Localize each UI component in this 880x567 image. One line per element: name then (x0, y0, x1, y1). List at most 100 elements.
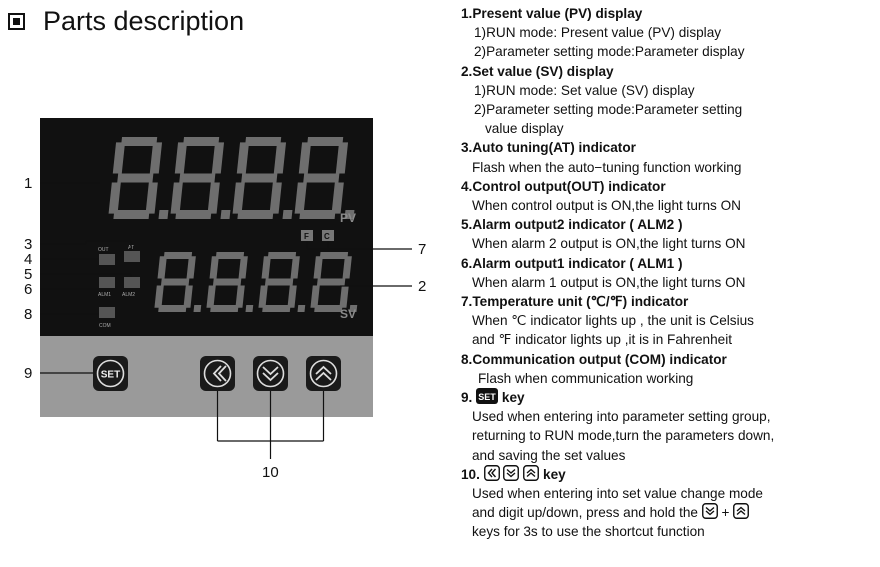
segment (331, 182, 344, 214)
double-chevron-down-icon (262, 366, 279, 376)
page-title: Parts description (8, 6, 244, 37)
sv-digit-1 (154, 252, 202, 312)
segment (237, 210, 274, 219)
unit-c-indicator (322, 230, 334, 241)
item-9-line-2: returning to RUN mode,turn the parameter… (472, 428, 775, 444)
sv-label: SV (340, 307, 356, 321)
set-key[interactable]: SET (93, 356, 128, 391)
segment (145, 182, 158, 214)
decimal-point (297, 305, 306, 312)
item-10-suffix: key (543, 466, 566, 482)
unit-c-label: C (324, 232, 330, 241)
segment (158, 305, 187, 312)
left-key[interactable] (200, 356, 235, 391)
segment (269, 182, 282, 214)
segment (121, 137, 158, 146)
item-2-line-2: 2)Parameter setting mode:Parameter setti… (474, 102, 743, 118)
callout-10: 10 (262, 464, 279, 481)
double-chevron-down-icon (701, 503, 718, 520)
segment (232, 182, 245, 214)
item-10-line-1: Used when entering into set value change… (472, 486, 763, 502)
up-key[interactable] (306, 356, 341, 391)
item-7-heading: 7.Temperature unit (℃/℉) indicator (461, 294, 689, 310)
item-6-line-1: When alarm 1 output is ON,the light turn… (472, 274, 746, 290)
segment (183, 137, 220, 146)
item-9-suffix: key (501, 390, 525, 406)
alm2-indicator (124, 277, 140, 288)
set-key-icon: SET (476, 388, 499, 405)
segment (310, 285, 320, 308)
item-2-line-1: 1)RUN mode: Set value (SV) display (474, 82, 695, 98)
segment (206, 285, 216, 308)
sv-digit-2 (206, 252, 254, 312)
decimal-point (282, 210, 293, 219)
item-8-heading: 8.Communication output (COM) indicator (461, 351, 727, 367)
item-4-heading: 4.Control output(OUT) indicator (461, 178, 666, 194)
callout-9: 9 (24, 365, 32, 382)
callout-8: 8 (24, 306, 32, 323)
segment (179, 173, 216, 183)
double-chevron-up-icon (733, 503, 750, 520)
callout-5: 5 (24, 266, 32, 283)
item-10-line-3: keys for 3s to use the shortcut function (472, 524, 705, 540)
segment (258, 285, 268, 308)
segment (303, 173, 340, 183)
item-7-line-2: and ℉ indicator lights up ,it is in Fahr… (472, 332, 733, 348)
decimal-point (344, 210, 355, 219)
segment (307, 137, 344, 146)
sv-digit-3 (258, 252, 306, 312)
item-3-heading: 3.Auto tuning(AT) indicator (461, 140, 636, 156)
segment (212, 278, 242, 286)
segment (154, 285, 164, 308)
segment (183, 285, 193, 308)
segment (235, 285, 245, 308)
item-10-line-2-text: and digit up/down, press and hold the (472, 505, 698, 521)
segment (241, 173, 278, 183)
item-10-prefix: 10. (461, 466, 480, 482)
display-area (40, 118, 373, 336)
segment (186, 256, 196, 279)
segment (264, 278, 294, 286)
segment (273, 142, 287, 174)
segment (290, 256, 300, 279)
segment (319, 252, 349, 259)
pv-display (108, 137, 355, 219)
callout-7: 7 (418, 241, 426, 258)
segment (174, 142, 188, 174)
sv-display (154, 252, 358, 312)
double-chevron-up-icon (315, 365, 332, 375)
com-label: COM (99, 323, 111, 329)
segment (112, 142, 126, 174)
item-1-heading: 1.Present value (PV) display (461, 6, 643, 21)
alm1-indicator (99, 277, 115, 288)
double-chevron-down-icon (503, 464, 520, 481)
alm2-label: ALM2 (122, 292, 135, 298)
segment (170, 182, 183, 214)
segment (160, 278, 190, 286)
segment (287, 285, 297, 308)
parts-description-list: 1.Present value (PV) display 1)RUN mode:… (461, 4, 877, 542)
item-1-line-2: 2)Parameter setting mode:Parameter displ… (474, 44, 745, 60)
item-8-line-1: Flash when communication working (478, 370, 694, 386)
pv-digit-3 (232, 137, 293, 219)
set-key-label: SET (101, 370, 120, 381)
square-bullet-icon (8, 13, 25, 30)
segment (117, 173, 154, 183)
down-key[interactable] (253, 356, 288, 391)
segment (335, 142, 349, 174)
callout-numbers: 1 2 3 4 5 6 7 8 9 10 (24, 175, 426, 481)
segment (236, 142, 250, 174)
segment (294, 182, 307, 214)
decimal-point (193, 305, 202, 312)
segment (245, 137, 282, 146)
callout-1: 1 (24, 175, 32, 192)
segment (209, 256, 219, 279)
sv-digit-4 (310, 252, 358, 312)
pv-digit-4 (294, 137, 355, 219)
pv-digit-1 (108, 137, 169, 219)
segment (163, 252, 193, 259)
item-10-heading: 10. key (461, 464, 877, 484)
callout-3: 3 (24, 236, 32, 253)
decimal-point (220, 210, 231, 219)
item-9-line-1: Used when entering into parameter settin… (472, 409, 771, 425)
